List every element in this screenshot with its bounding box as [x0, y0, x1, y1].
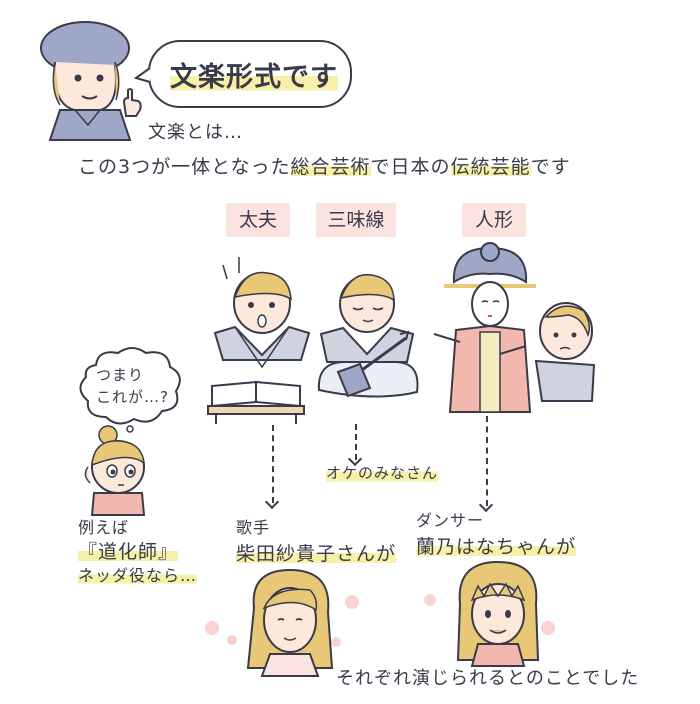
dancer-portrait	[456, 560, 540, 667]
intro-keyword-sogo: 総合芸術	[290, 156, 371, 178]
label-ningyo: 人形	[462, 203, 526, 237]
intro-line-1: 文楽とは…	[148, 122, 243, 143]
arrow-ningyo	[486, 416, 488, 506]
singer-portrait	[246, 568, 334, 677]
book-icon	[207, 380, 305, 424]
girl-figure	[84, 425, 146, 516]
conclusion-text: それぞれ演じられるとのことでした	[336, 668, 640, 689]
dancer-name: 蘭乃はなちゃんが	[416, 536, 577, 558]
pointing-hand-icon	[122, 88, 142, 117]
example-line-3: ネッダ役なら…	[78, 566, 198, 585]
puppet-icon	[433, 242, 536, 413]
label-shamisen: 三味線	[316, 203, 396, 237]
thought-cloud-icon	[79, 347, 181, 433]
shamisen-icon	[336, 330, 410, 398]
arrow-tayu	[272, 425, 274, 503]
intro-line-2-c: で日本の	[370, 156, 451, 178]
example-line-1: 例えば	[78, 518, 130, 537]
intro-line-2-e: です	[530, 156, 571, 178]
thought-line-2: これが…?	[96, 388, 169, 406]
singer-name: 柴田紗貴子さんが	[236, 543, 397, 565]
dancer-role: ダンサー	[416, 511, 485, 530]
intro-line-2: この3つが一体となった総合芸術で日本の伝統芸能です	[78, 152, 571, 179]
arrow-shamisen	[355, 424, 357, 460]
bubble-tail	[133, 67, 151, 83]
orchestra-text: オケのみなさん	[326, 462, 439, 483]
thought-line-1: つまり	[96, 366, 145, 384]
intro-line-2-a: この3つが一体となった	[78, 156, 291, 178]
example-line-2: 『道化師』	[78, 541, 179, 563]
label-tayu: 太夫	[226, 203, 290, 237]
singer-role: 歌手	[236, 518, 271, 537]
intro-keyword-dento: 伝統芸能	[450, 156, 531, 178]
tayu-figure	[213, 257, 311, 369]
puppeteer-figure	[534, 302, 596, 402]
narrator-character	[40, 21, 132, 141]
title-text: 文楽形式です	[170, 62, 338, 93]
